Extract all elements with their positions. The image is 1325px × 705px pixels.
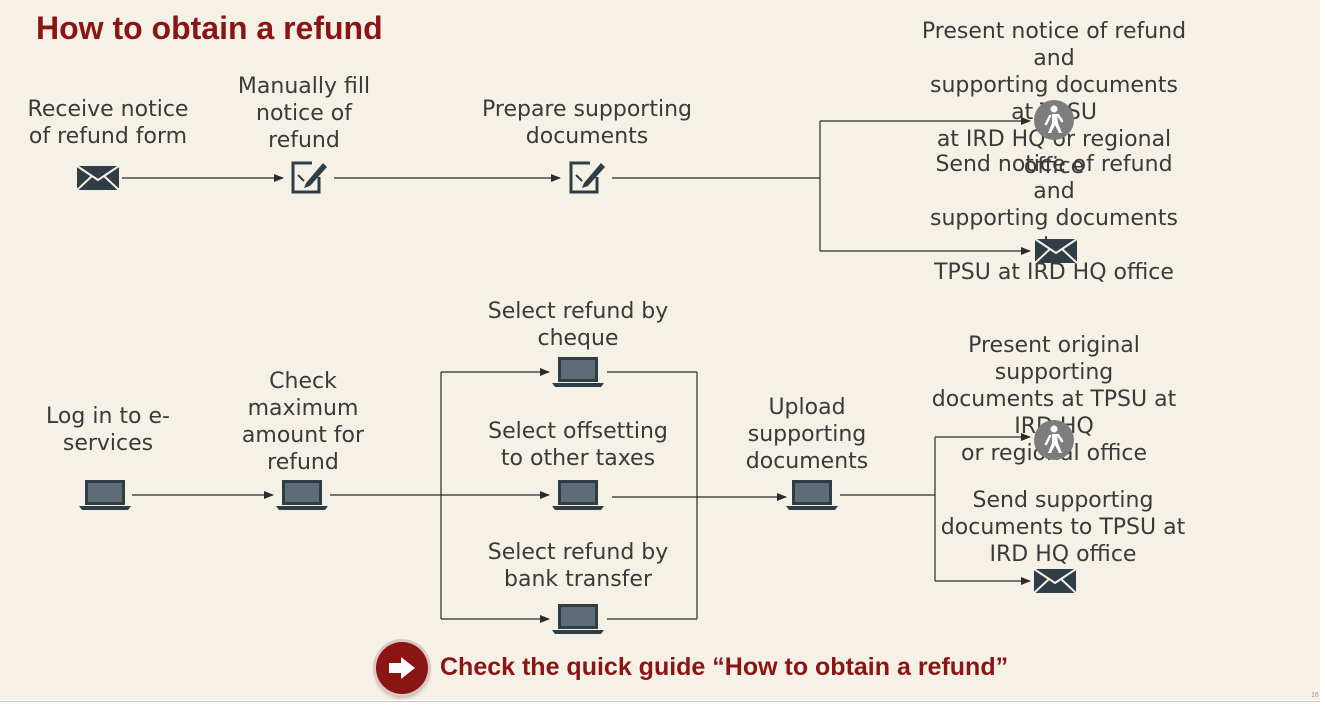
walking-person-icon: [1033, 419, 1075, 461]
laptop-icon: [552, 356, 604, 388]
laptop-icon: [552, 479, 604, 511]
laptop-icon: [786, 479, 838, 511]
step-select-offset-label: Select offsetting to other taxes: [488, 419, 668, 471]
page-number: 16: [1311, 692, 1319, 699]
step-send-notice-label: Send notice of refund and supporting doc…: [930, 152, 1178, 285]
envelope-icon: [1033, 568, 1077, 594]
footer-rule: [0, 701, 1320, 702]
laptop-icon: [552, 603, 604, 635]
step-manual-fill-label: Manually fill notice of refund: [237, 74, 371, 153]
step-receive-notice-label: Receive notice of refund form: [27, 97, 189, 149]
step-select-bank-label: Select refund by bank transfer: [487, 540, 669, 592]
laptop-icon: [79, 479, 131, 511]
step-select-cheque-label: Select refund by cheque: [487, 299, 669, 351]
step-prepare-docs-label: Prepare supporting documents: [482, 97, 692, 149]
quick-guide-button[interactable]: [376, 642, 428, 694]
quick-guide-link[interactable]: Check the quick guide “How to obtain a r…: [440, 653, 1009, 681]
right-arrow-icon: [389, 657, 415, 679]
laptop-icon: [276, 479, 328, 511]
step-send-supporting-label: Send supporting documents to TPSU at IRD…: [940, 488, 1186, 567]
envelope-icon: [76, 165, 120, 191]
step-upload-docs-label: Upload supporting documents: [745, 395, 869, 474]
step-login-label: Log in to e- services: [46, 404, 170, 456]
step-check-max-label: Check maximum amount for refund: [241, 369, 365, 475]
edit-form-icon: [288, 157, 328, 197]
edit-form-icon: [566, 157, 606, 197]
envelope-icon: [1034, 238, 1078, 264]
page-title: How to obtain a refund: [36, 10, 383, 46]
walking-person-icon: [1033, 99, 1075, 141]
